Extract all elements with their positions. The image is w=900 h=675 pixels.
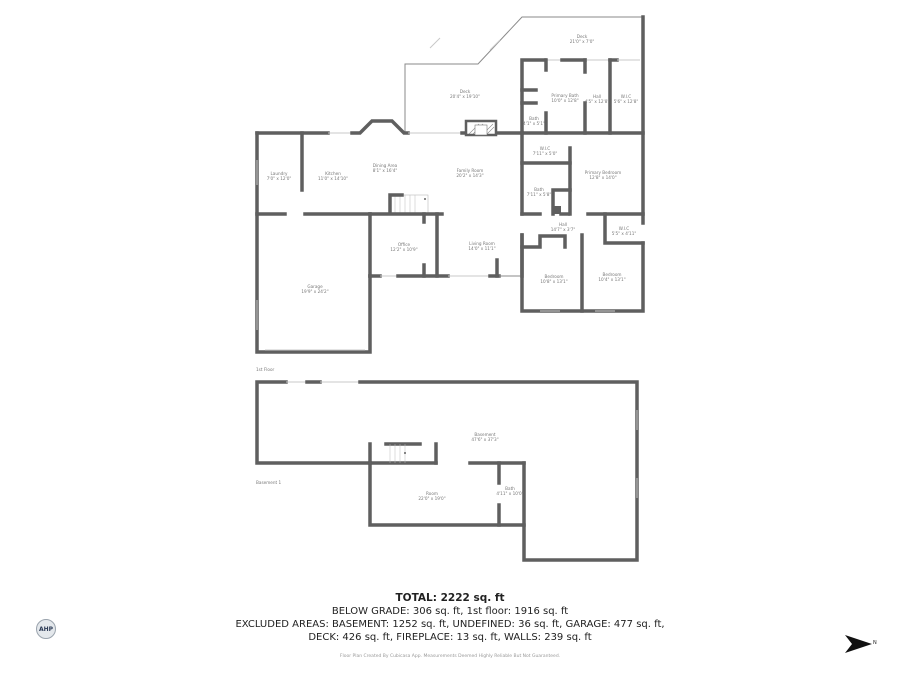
svg-text:11'0" x 14'10": 11'0" x 14'10" [318, 176, 348, 181]
svg-text:5'5" x 4'11": 5'5" x 4'11" [612, 231, 637, 236]
svg-text:21'0" x 7'0": 21'0" x 7'0" [570, 39, 595, 44]
svg-text:W.I.C: W.I.C [619, 226, 630, 231]
svg-text:Laundry: Laundry [270, 171, 288, 176]
svg-text:7'11" x 5'8": 7'11" x 5'8" [527, 192, 552, 197]
svg-text:47'6" x 37'3": 47'6" x 37'3" [471, 437, 498, 442]
svg-text:14'7" x 3'7": 14'7" x 3'7" [551, 227, 576, 232]
svg-text:Hall: Hall [559, 222, 567, 227]
svg-text:1st Floor: 1st Floor [256, 367, 275, 372]
svg-text:Garage: Garage [307, 284, 323, 289]
total-area: TOTAL: 2222 sq. ft [395, 592, 505, 604]
svg-text:5'6" x 12'8": 5'6" x 12'8" [614, 99, 639, 104]
svg-text:Bath: Bath [534, 187, 544, 192]
svg-text:Primary Bedroom: Primary Bedroom [585, 170, 621, 175]
svg-text:Basement 1: Basement 1 [256, 480, 281, 485]
svg-text:12'2" x 10'9": 12'2" x 10'9" [390, 247, 417, 252]
svg-text:4'11" x 10'0": 4'11" x 10'0" [496, 491, 523, 496]
svg-text:Deck: Deck [460, 89, 471, 94]
svg-text:12'8" x 14'0": 12'8" x 14'0" [589, 175, 616, 180]
svg-text:22'0" x 19'0": 22'0" x 19'0" [418, 496, 445, 501]
svg-text:20'2" x 14'3": 20'2" x 14'3" [456, 173, 483, 178]
svg-text:10'8" x 13'1": 10'8" x 13'1" [540, 279, 567, 284]
svg-text:Kitchen: Kitchen [325, 171, 341, 176]
svg-text:8'1" x 16'4": 8'1" x 16'4" [373, 168, 398, 173]
svg-text:7'11" x 5'0": 7'11" x 5'0" [533, 151, 558, 156]
svg-text:20'4" x 19'10": 20'4" x 19'10" [450, 94, 480, 99]
below-grade-area: BELOW GRADE: 306 sq. ft, 1st floor: 1916… [331, 606, 569, 617]
logo-text: AHP [38, 625, 54, 633]
svg-text:Office: Office [398, 242, 411, 247]
svg-text:Primary Bath: Primary Bath [551, 93, 579, 98]
svg-text:Living Room: Living Room [469, 241, 495, 246]
svg-text:Bath: Bath [529, 116, 539, 121]
svg-text:Bedroom: Bedroom [545, 274, 564, 279]
svg-text:W.I.C: W.I.C [540, 146, 551, 151]
svg-text:Hall: Hall [593, 94, 601, 99]
excluded-areas: EXCLUDED AREAS: BASEMENT: 1252 sq. ft, U… [235, 619, 665, 630]
north-arrow-icon [845, 635, 872, 653]
svg-text:Room: Room [426, 491, 438, 496]
svg-text:Basement: Basement [474, 432, 496, 437]
svg-text:Bath: Bath [505, 486, 515, 491]
svg-text:Bedroom: Bedroom [603, 272, 622, 277]
svg-text:Dining Area: Dining Area [373, 163, 398, 168]
svg-text:4'5" x 12'8": 4'5" x 12'8" [585, 99, 610, 104]
svg-text:W.I.C: W.I.C [621, 94, 632, 99]
svg-text:19'9" x 24'2": 19'9" x 24'2" [301, 289, 328, 294]
svg-text:10'0" x 12'8": 10'0" x 12'8" [551, 98, 578, 103]
logo-badge: AHP [36, 619, 56, 639]
svg-text:10'4" x 13'1": 10'4" x 13'1" [598, 277, 625, 282]
excluded-areas-cont: DECK: 426 sq. ft, FIREPLACE: 13 sq. ft, … [308, 632, 592, 643]
svg-text:Family Room: Family Room [457, 168, 484, 173]
svg-text:4'1" x 5'1": 4'1" x 5'1" [523, 121, 545, 126]
disclaimer: Floor Plan Created By Cubicasa App. Meas… [339, 654, 561, 659]
svg-text:7'0" x 12'0": 7'0" x 12'0" [267, 176, 292, 181]
north-label: N [873, 640, 877, 646]
svg-text:14'0" x 11'1": 14'0" x 11'1" [468, 246, 495, 251]
svg-text:Deck: Deck [577, 34, 588, 39]
